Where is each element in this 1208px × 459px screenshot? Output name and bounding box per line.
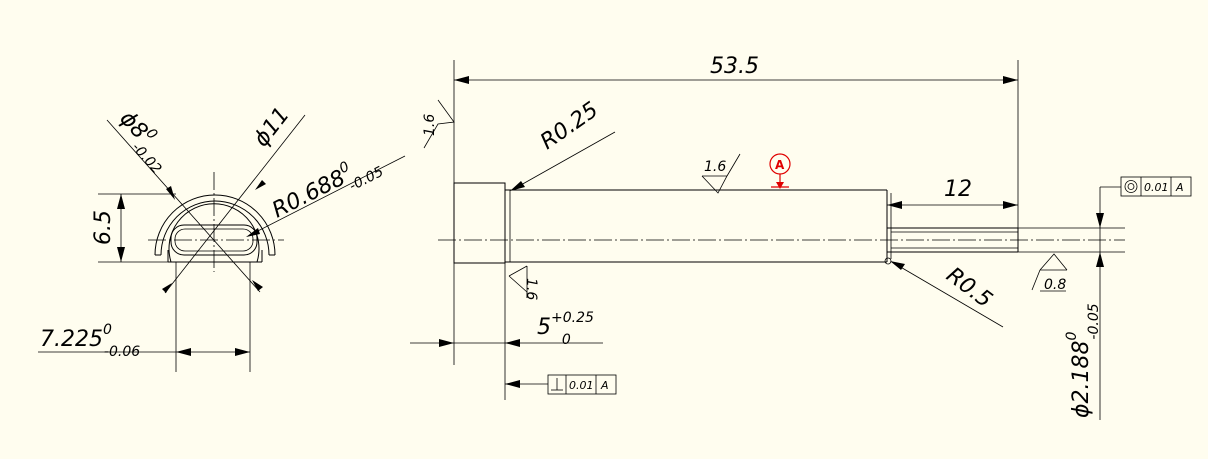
arrow	[890, 261, 905, 270]
arrow	[162, 283, 172, 293]
dim-height-text: 6.5	[91, 210, 116, 245]
arrow	[1003, 76, 1018, 84]
datum-marker: A	[769, 153, 791, 189]
dim-head-dia: ϕ11	[249, 103, 295, 152]
arrow	[255, 180, 266, 190]
roughness-value: 1.6	[422, 114, 438, 136]
arrow	[117, 247, 125, 262]
arrow	[117, 194, 125, 209]
arrow	[176, 348, 191, 356]
arrow	[246, 228, 260, 237]
roughness-shoulder: 1.6	[508, 265, 539, 300]
arrow	[252, 280, 263, 291]
end-view: 6.5 ϕ80-0.02 ϕ11 R0.6880-0.05 7.2250-0.0…	[38, 103, 406, 372]
concentricity-frame: 0.01 A	[1120, 176, 1192, 197]
dim-tip-radius: R0.5	[941, 263, 996, 313]
roughness-head-face: 1.6	[422, 99, 455, 149]
arrow	[1096, 252, 1104, 267]
dim-slot-radius: R0.6880-0.05	[267, 146, 386, 231]
dim-overall-length: 53.5	[710, 54, 759, 79]
arrow	[439, 339, 454, 347]
arrow	[510, 181, 525, 191]
conc-datum-ref: A	[1175, 181, 1184, 194]
flange-outer-arc	[154, 194, 276, 256]
head-profile	[453, 182, 506, 264]
leader-head-dia	[164, 114, 306, 294]
dim-tip-dia: ϕ2.1880-0.05	[1064, 303, 1102, 418]
perpendicularity-frame: 0.01 A	[547, 374, 617, 395]
dim-body-dia: ϕ80-0.02	[109, 104, 180, 177]
leader-body-dia	[106, 119, 261, 293]
roughness-value: 1.6	[704, 159, 726, 175]
leader-slot-radius	[251, 155, 406, 235]
arrow	[1003, 201, 1018, 209]
arrow	[505, 339, 520, 347]
conc-tolerance-value: 0.01	[1144, 181, 1169, 194]
arrow	[235, 348, 250, 356]
tip-fillet	[884, 257, 892, 265]
roughness-value: 0.8	[1044, 277, 1066, 293]
concentricity-symbol-icon	[1124, 180, 1138, 193]
arrow	[454, 76, 469, 84]
dim-tip-length: 12	[944, 177, 972, 202]
roughness-tip: 0.8	[1031, 253, 1068, 293]
leader-head-radius	[511, 131, 616, 191]
datum-label: A	[775, 158, 785, 172]
dim-flat-width: 7.2250-0.06	[40, 322, 140, 360]
roughness-body: 1.6	[701, 153, 741, 194]
arrow	[505, 380, 520, 388]
perp-tolerance-value: 0.01	[569, 379, 594, 392]
arrow	[887, 201, 902, 209]
leader-tip-radius	[891, 261, 1004, 328]
arrow	[166, 186, 175, 200]
arrow	[1096, 213, 1104, 228]
perp-datum-ref: A	[600, 379, 609, 392]
roughness-value: 1.6	[523, 278, 539, 300]
flange-inner-arc	[160, 200, 270, 256]
dim-head-radius: R0.25	[536, 98, 603, 155]
